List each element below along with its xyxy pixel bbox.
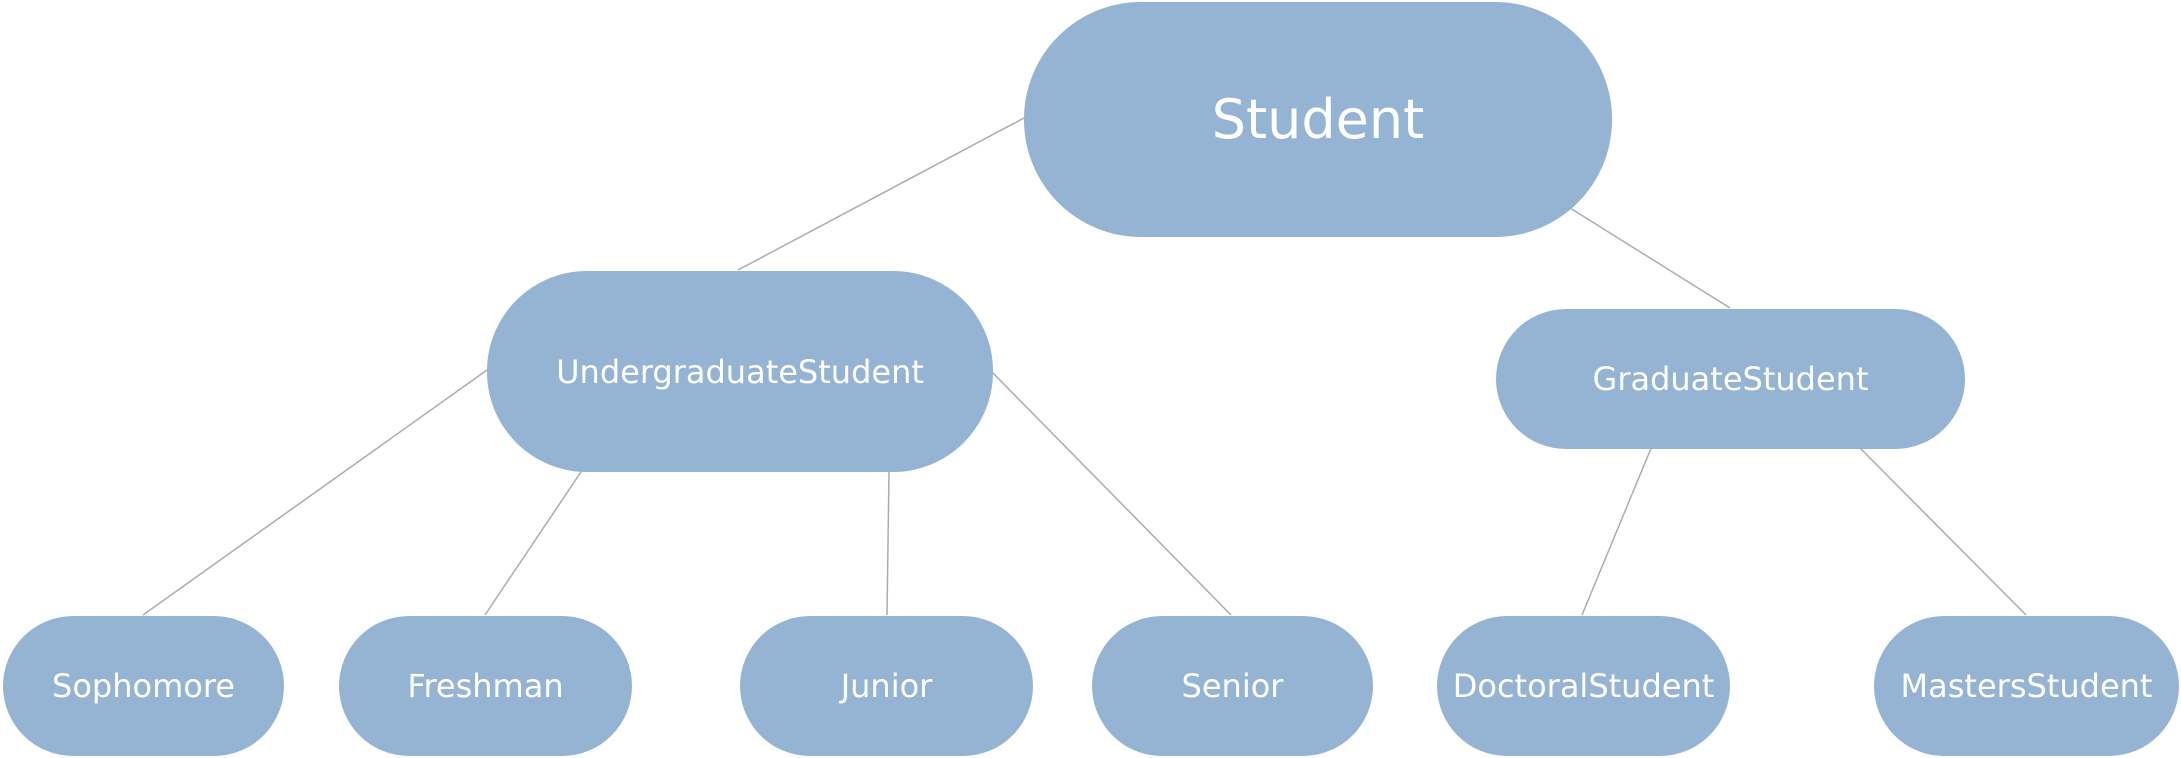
edge-undergraduate-junior <box>886 471 890 616</box>
node-student: Student <box>1024 2 1612 237</box>
node-freshman-label: Freshman <box>407 667 564 705</box>
node-student-label: Student <box>1211 88 1425 151</box>
node-masters-student: MastersStudent <box>1874 616 2179 756</box>
node-senior: Senior <box>1092 616 1373 756</box>
edge-undergraduate-sophomore <box>142 369 488 616</box>
node-sophomore-label: Sophomore <box>52 667 235 705</box>
node-freshman: Freshman <box>339 616 632 756</box>
node-graduate-student-label: GraduateStudent <box>1592 360 1869 398</box>
node-doctoral-student-label: DoctoralStudent <box>1452 667 1715 705</box>
node-junior-label: Junior <box>840 667 933 705</box>
node-masters-student-label: MastersStudent <box>1900 667 2153 705</box>
node-doctoral-student: DoctoralStudent <box>1437 616 1730 756</box>
node-undergraduate-student: UndergraduateStudent <box>487 271 993 472</box>
edge-undergraduate-senior <box>991 371 1232 616</box>
edge-student-undergraduate <box>737 117 1025 271</box>
edge-student-graduate <box>1569 207 1731 309</box>
edge-undergraduate-freshman <box>484 447 598 616</box>
edge-graduate-masters <box>1859 447 2027 616</box>
node-undergraduate-student-label: UndergraduateStudent <box>556 352 924 391</box>
edge-graduate-doctoral <box>1581 445 1653 616</box>
node-graduate-student: GraduateStudent <box>1496 309 1965 449</box>
node-senior-label: Senior <box>1181 667 1284 705</box>
node-sophomore: Sophomore <box>3 616 284 756</box>
node-junior: Junior <box>740 616 1033 756</box>
